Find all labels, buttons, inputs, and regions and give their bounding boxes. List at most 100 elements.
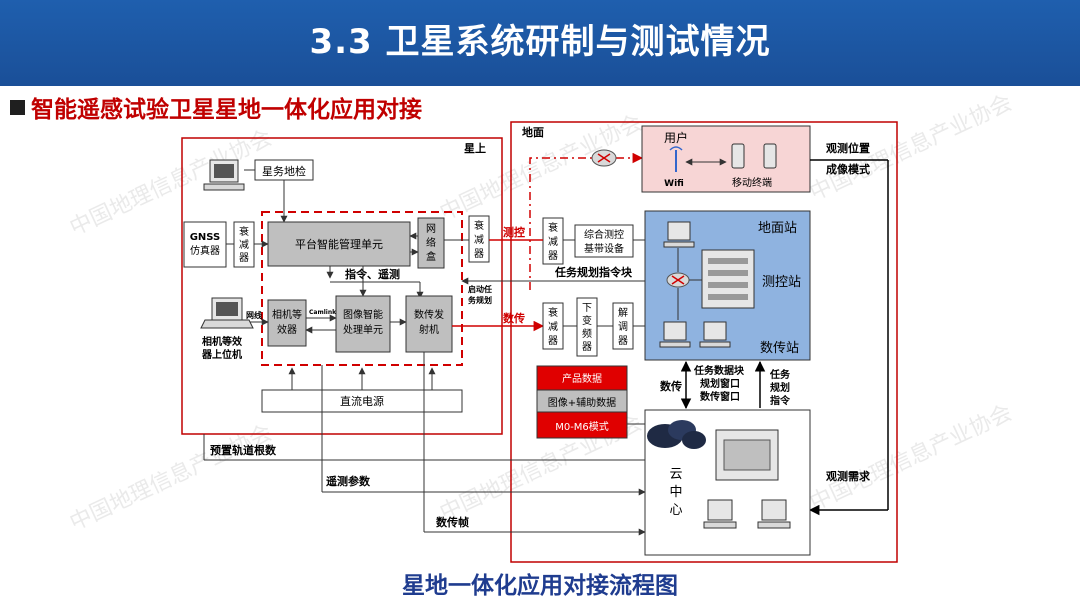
startup-label-1: 启动任 [468, 284, 492, 294]
data-tx-label-2: 射机 [419, 323, 439, 336]
router-icon [666, 272, 690, 288]
task-block-line-1: 任务数据块 [693, 364, 745, 377]
section-title: 智能遥感试验卫星星地一体化应用对接 [31, 97, 422, 123]
task-plan-line-2: 规划 [770, 381, 790, 394]
server-building-icon [701, 249, 755, 309]
image-aux-label: 图像+辅助数据 [548, 396, 616, 409]
attenuator-char: 衰 [474, 219, 484, 232]
cloud-char: 云 [669, 467, 682, 482]
laptop-icon [200, 297, 254, 329]
ttc-link-label: 测控 [503, 225, 525, 239]
gnss-label-2: 仿真器 [190, 244, 220, 257]
downconverter-box [576, 297, 598, 357]
server-icon [715, 429, 779, 481]
router-icon [591, 149, 617, 167]
downconverter-char: 变 [582, 314, 592, 327]
task-cmd-label: 任务规划指令块 [554, 265, 633, 279]
title-banner: 3.3 卫星系统研制与测试情况 [0, 0, 1080, 86]
orbit-params-label: 预置轨道根数 [210, 443, 277, 457]
task-plan-line-3: 指令 [770, 394, 791, 407]
ttc-eq-label-1: 综合测控 [584, 228, 624, 241]
attenuator-char: 减 [548, 236, 558, 248]
image-unit-label-1: 图像智能 [343, 308, 383, 321]
demodulator-char: 器 [618, 335, 628, 347]
computer-icon [703, 499, 791, 529]
mode-label: M0-M6模式 [555, 420, 609, 433]
imaging-mode-label: 成像模式 [826, 162, 870, 176]
camera-equivalent-box [267, 299, 307, 347]
attenuator-box [542, 217, 564, 265]
data-link-label: 数传 [503, 311, 525, 325]
task-block-line-2: 规划窗口 [700, 377, 740, 390]
region-label-sat: 星上 [464, 141, 486, 155]
wireless-dashed-link [529, 157, 592, 290]
computer-icon [203, 159, 245, 191]
user-label: 用户 [664, 130, 688, 145]
network-box [417, 217, 445, 269]
data-frame-label: 数传帧 [436, 515, 469, 529]
netline-label: 网线 [246, 310, 262, 320]
cloud-icon [647, 420, 706, 449]
satellite-region [181, 137, 503, 435]
attenuator-char: 衰 [548, 306, 558, 319]
attenuator-char: 减 [239, 239, 249, 251]
gnss-label-1: GNSS [190, 232, 221, 243]
downconverter-char: 下 [582, 303, 592, 314]
ttc-eq-label-2: 基带设备 [584, 242, 624, 255]
ttc-station-label: 测控站 [762, 275, 801, 290]
attenuator-char: 衰 [548, 221, 558, 234]
wifi-label: Wifi [664, 179, 684, 189]
cmd-telemetry-label: 指令、遥测 [345, 267, 400, 281]
attenuator-box [468, 215, 490, 263]
attenuator-char: 减 [474, 234, 484, 246]
sat-check-label: 星务地检 [262, 164, 306, 178]
camera-eq-label-1: 相机等 [272, 308, 302, 321]
attenuator-char: 器 [548, 250, 558, 262]
attenuator-char: 器 [548, 335, 558, 347]
region-label-ground: 地面 [522, 125, 544, 139]
dc-power-label: 直流电源 [340, 394, 384, 408]
ground-station-label: 地面站 [758, 221, 797, 236]
diagram-caption: 星地一体化应用对接流程图 [402, 573, 678, 599]
demodulator-char: 调 [618, 321, 628, 333]
attenuator-char: 衰 [239, 225, 249, 238]
network-box-char: 网 [426, 223, 436, 235]
image-aux-band [536, 389, 628, 413]
slide-title: 3.3 卫星系统研制与测试情况 [309, 22, 771, 62]
startup-label-2: 务规划 [468, 295, 492, 305]
payload-dashed-box [261, 211, 463, 366]
wifi-icon [669, 146, 683, 172]
bullet-square-icon [10, 100, 25, 115]
platform-unit-box [267, 221, 411, 267]
demodulator-char: 解 [618, 306, 628, 319]
obs-position-label: 观测位置 [826, 141, 870, 155]
network-box-char: 盒 [426, 250, 436, 263]
image-unit-label-2: 处理单元 [343, 324, 383, 336]
product-data-label: 产品数据 [562, 372, 602, 385]
data-tx-label-1: 数传发 [414, 308, 444, 321]
camera-host-label-1: 相机等效 [202, 335, 243, 348]
ground-region [510, 121, 898, 563]
network-box-char: 络 [426, 236, 436, 249]
downconverter-char: 频 [582, 327, 592, 340]
section-heading: 智能遥感试验卫星星地一体化应用对接 [10, 90, 422, 124]
computer-icon [659, 221, 731, 348]
attenuator-char: 器 [239, 252, 249, 264]
camera-eq-label-2: 效器 [277, 323, 297, 336]
cloud-char: 中 [669, 485, 682, 500]
mobile-label: 移动终端 [732, 176, 772, 189]
attenuator-char: 减 [548, 321, 558, 333]
downconverter-char: 器 [582, 341, 592, 353]
image-processing-box [335, 295, 391, 353]
task-block-line-3: 数传窗口 [700, 390, 740, 403]
data-station-label: 数传站 [760, 341, 799, 356]
camera-host-label-2: 器上位机 [201, 348, 242, 361]
data-transmitter-box [405, 295, 453, 353]
cloud-char: 心 [669, 503, 682, 518]
obs-demand-label: 观测需求 [826, 469, 871, 483]
attenuator-char: 器 [474, 248, 484, 260]
mobile-phone-icon [731, 143, 777, 169]
task-plan-line-1: 任务 [769, 368, 791, 381]
gnss-box [183, 221, 227, 268]
